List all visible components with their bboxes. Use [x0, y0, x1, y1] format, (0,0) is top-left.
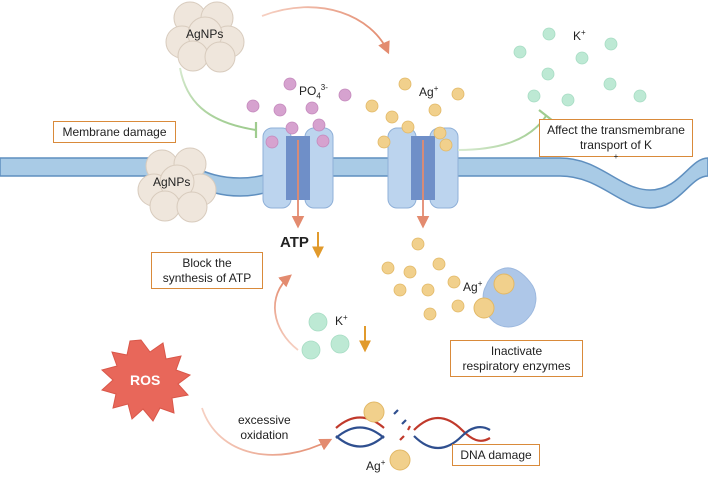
ros-label: ROS	[130, 372, 161, 388]
ros-starburst	[100, 339, 192, 422]
silver-ion-label-top: Ag+	[419, 84, 439, 100]
agnps-cluster-membrane	[137, 147, 217, 223]
potassium-ions-top	[513, 27, 647, 107]
membrane-damage-box: Membrane damage	[53, 121, 176, 143]
affect-transport-box: Affect the transmembrane transport of K+	[539, 119, 693, 161]
potassium-ions-bottom	[301, 312, 350, 360]
silver-ions-dna	[363, 401, 411, 471]
inactivate-enzymes-box: Inactivate respiratory enzymes	[450, 340, 583, 377]
respiratory-enzyme	[473, 267, 537, 328]
atp-label: ATP	[280, 234, 309, 251]
oxidation-arrow	[201, 407, 333, 456]
excessive-oxidation-label: excessive oxidation	[238, 413, 291, 442]
potassium-label-top: K+	[573, 28, 586, 44]
dna-damage-box: DNA damage	[452, 444, 540, 466]
silver-ion-label-enzyme: Ag+	[463, 279, 483, 295]
agnps-top-label: AgNPs	[186, 27, 224, 41]
block-atp-box: Block the synthesis of ATP	[151, 252, 263, 289]
silver-ions-top	[365, 77, 465, 152]
silver-ions-lower	[381, 237, 465, 321]
phosphate-label: PO43-	[299, 83, 328, 101]
dna-strand	[335, 409, 491, 450]
silver-ion-label-dna: Ag+	[366, 458, 386, 474]
membrane-damage-inhibition	[179, 67, 258, 138]
potassium-label-bottom: K+	[335, 313, 348, 329]
phosphate-ions	[246, 77, 352, 149]
agnps-to-ag-arrow	[261, 6, 390, 55]
agnps-membrane-label: AgNPs	[153, 175, 191, 189]
potassium-to-atp-arrow	[274, 274, 299, 351]
agnps-cluster-top	[165, 1, 245, 73]
